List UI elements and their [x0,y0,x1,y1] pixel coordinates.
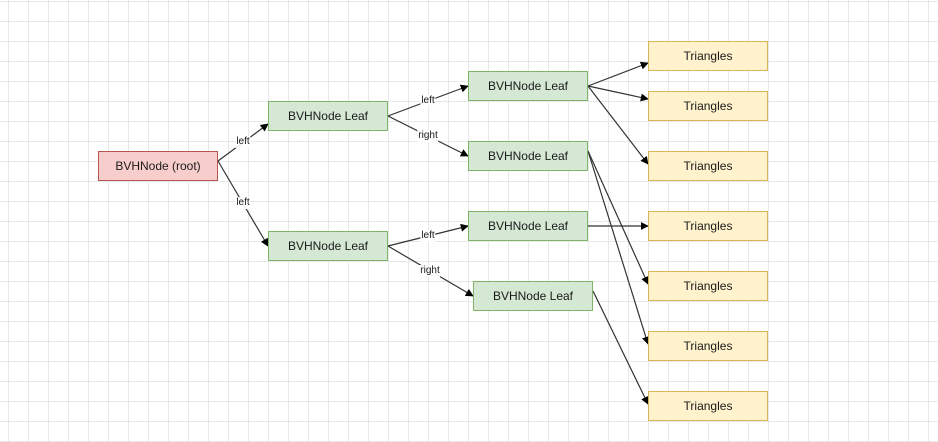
node-leaf-1-right[interactable]: BVHNode Leaf [468,141,588,171]
edge-leaf-1-right-to-triangles-5 [587,150,649,285]
edge-label-leaf-2-to-left: left [420,230,436,242]
edge-leaf-1-left-to-triangles-2 [587,85,649,102]
node-root[interactable]: BVHNode (root) [98,151,218,181]
node-leaf-2-left[interactable]: BVHNode Leaf [468,211,588,241]
edge-label-root-to-leaf-1: left [235,136,251,148]
edge-label-leaf-1-to-right: right [417,130,439,142]
node-leaf-2-right[interactable]: BVHNode Leaf [473,281,593,311]
edge-leaf-2-right-to-triangles-7 [592,290,649,405]
edge-label-leaf-2-to-right: right [419,265,441,277]
node-leaf-1[interactable]: BVHNode Leaf [268,101,388,131]
node-triangles-6[interactable]: Triangles [648,331,768,361]
node-leaf-2[interactable]: BVHNode Leaf [268,231,388,261]
node-triangles-7[interactable]: Triangles [648,391,768,421]
edge-label-leaf-1-to-left: left [420,95,436,107]
edge-leaf-1-right-to-triangles-6 [587,150,650,345]
node-triangles-2[interactable]: Triangles [648,91,768,121]
edge-leaf-1-left-to-triangles-3 [587,85,649,165]
edge-label-root-to-leaf-2: left [235,197,251,209]
node-triangles-4[interactable]: Triangles [648,211,768,241]
node-triangles-1[interactable]: Triangles [648,41,768,71]
node-triangles-3[interactable]: Triangles [648,151,768,181]
node-leaf-1-left[interactable]: BVHNode Leaf [468,71,588,101]
edge-leaf-1-left-to-triangles-1 [587,61,649,87]
node-triangles-5[interactable]: Triangles [648,271,768,301]
